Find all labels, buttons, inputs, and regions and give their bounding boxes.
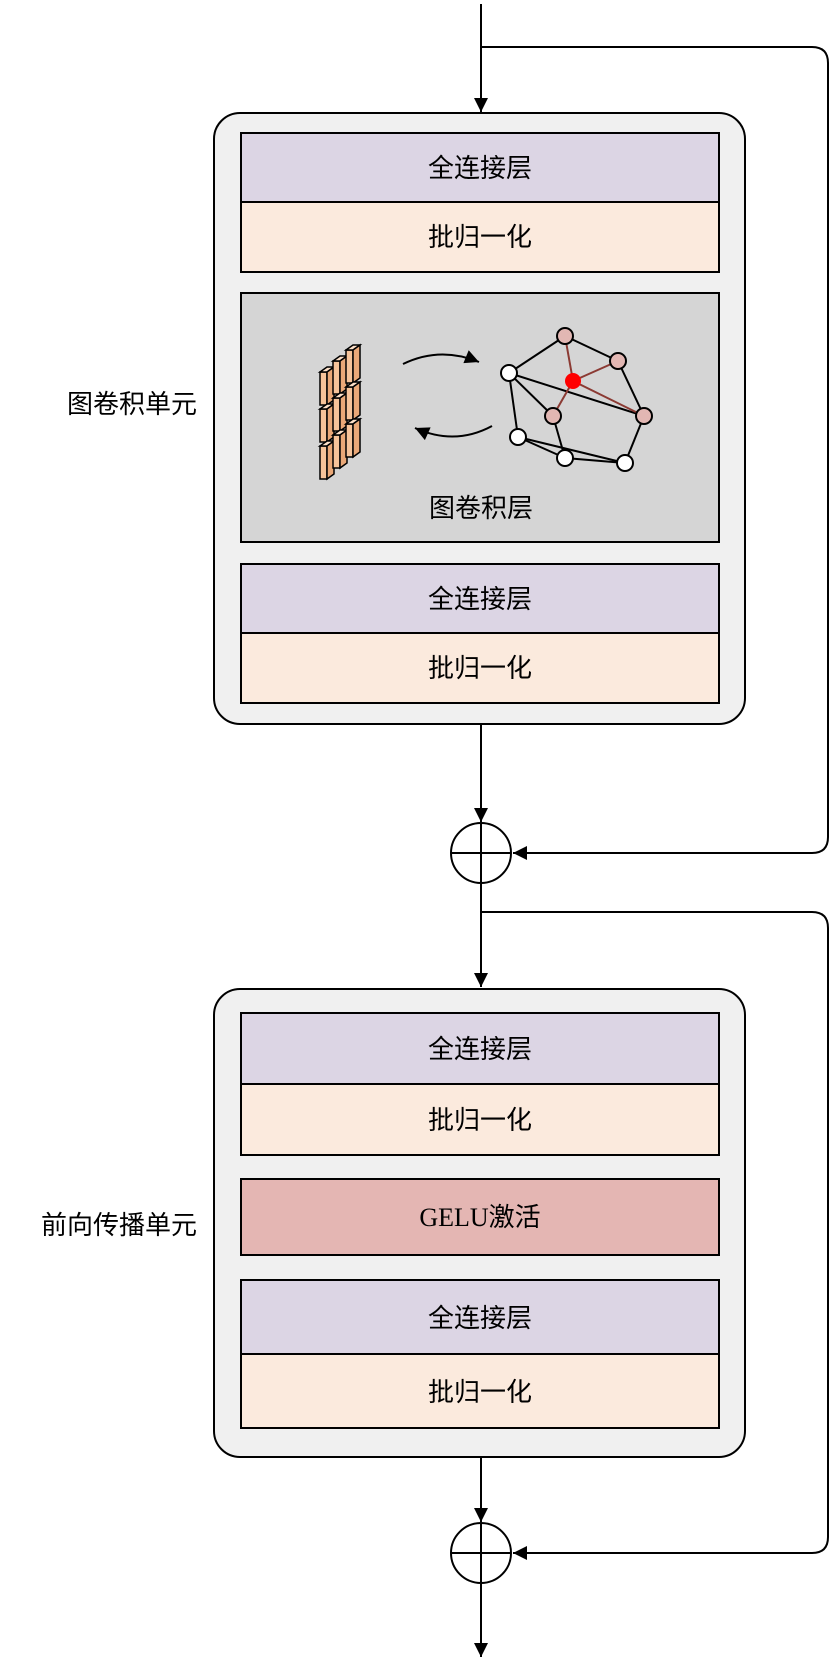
graph-node-plain: [556, 449, 574, 467]
graph-node-plain: [616, 454, 634, 472]
connections: [474, 4, 829, 1657]
bn-layer-label: 批归一化: [428, 654, 532, 684]
graph-edge: [564, 335, 619, 362]
bn-layer: [240, 1083, 720, 1156]
bn-layer: [240, 1353, 720, 1429]
unit-label: 前向传播单元: [41, 1211, 197, 1241]
graph-edge: [564, 457, 626, 464]
graph-conv-unit: 图卷积单元 全连接层 批归一化 图卷积层 全连接层 批归一化: [67, 112, 746, 725]
graph-neighbor-edge: [572, 380, 645, 417]
graph-node-neighbor: [635, 407, 653, 425]
feature-block: [343, 380, 363, 422]
feature-block: [330, 391, 350, 433]
graph-node-plain: [509, 428, 527, 446]
cycle-arrows-icon: [402, 350, 493, 441]
forward-arrow: [402, 350, 480, 365]
feature-block: [317, 365, 337, 407]
graph-edge: [617, 360, 645, 417]
fc-layer-label: 全连接层: [428, 1035, 532, 1065]
graph-node-center: [565, 373, 581, 389]
bn-layer-label: 批归一化: [428, 1106, 532, 1136]
gelu-layer-label: GELU激活: [419, 1203, 540, 1232]
feed-forward-unit: 前向传播单元 全连接层 批归一化 GELU激活 全连接层 批归一化: [41, 988, 746, 1458]
fc-layer: [240, 563, 720, 634]
graph-edge: [508, 372, 519, 438]
feature-block: [317, 439, 337, 481]
feature-block: [343, 343, 363, 385]
feature-block: [343, 417, 363, 459]
bn-layer-label: 批归一化: [428, 223, 532, 253]
graph-icon: [500, 327, 653, 472]
graph-node-neighbor: [556, 327, 574, 345]
fc-layer-label: 全连接层: [428, 154, 532, 184]
graph-edge: [508, 372, 554, 417]
fc-layer-label: 全连接层: [428, 1304, 532, 1334]
skip-connection-1: [481, 46, 829, 860]
fc-layer-label: 全连接层: [428, 585, 532, 615]
add-node-2: [450, 1522, 512, 1584]
feature-map-icon: [317, 343, 363, 481]
graph-node-neighbor: [609, 352, 627, 370]
fc-layer: [240, 132, 720, 203]
feature-block: [330, 354, 350, 396]
graph-node-plain: [500, 364, 518, 382]
gelu-layer: [240, 1178, 720, 1256]
backward-arrow: [414, 425, 493, 441]
bn-layer-label: 批归一化: [428, 1378, 532, 1408]
feature-block: [330, 428, 350, 470]
bn-layer: [240, 632, 720, 704]
unit-label: 图卷积单元: [67, 390, 197, 420]
graph-edge: [508, 372, 645, 417]
feature-block: [317, 402, 337, 444]
gcn-layer-label: 图卷积层: [429, 494, 533, 524]
bn-layer: [240, 201, 720, 273]
add-node-1: [450, 822, 512, 884]
graph-edge: [508, 335, 566, 374]
skip-connection-2: [481, 911, 829, 1560]
graph-node-neighbor: [544, 407, 562, 425]
graph-edge: [517, 436, 626, 464]
